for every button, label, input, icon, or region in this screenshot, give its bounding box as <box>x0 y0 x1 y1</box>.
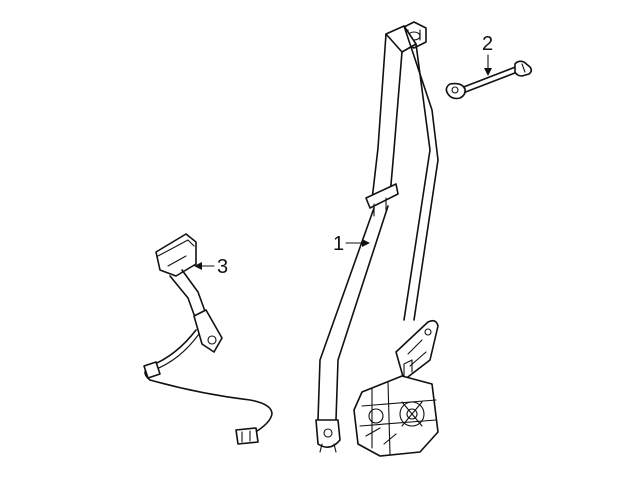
callout-label-3: 3 <box>217 256 228 278</box>
callout-3: 3 <box>194 256 228 278</box>
callout-2: 2 <box>482 33 493 76</box>
belt-assembly-part <box>315 21 439 457</box>
buckle-part <box>143 233 273 445</box>
anchor-cable-part <box>445 60 533 100</box>
callout-label-2: 2 <box>482 33 493 55</box>
callout-label-1: 1 <box>333 233 344 255</box>
callout-1: 1 <box>333 233 370 255</box>
